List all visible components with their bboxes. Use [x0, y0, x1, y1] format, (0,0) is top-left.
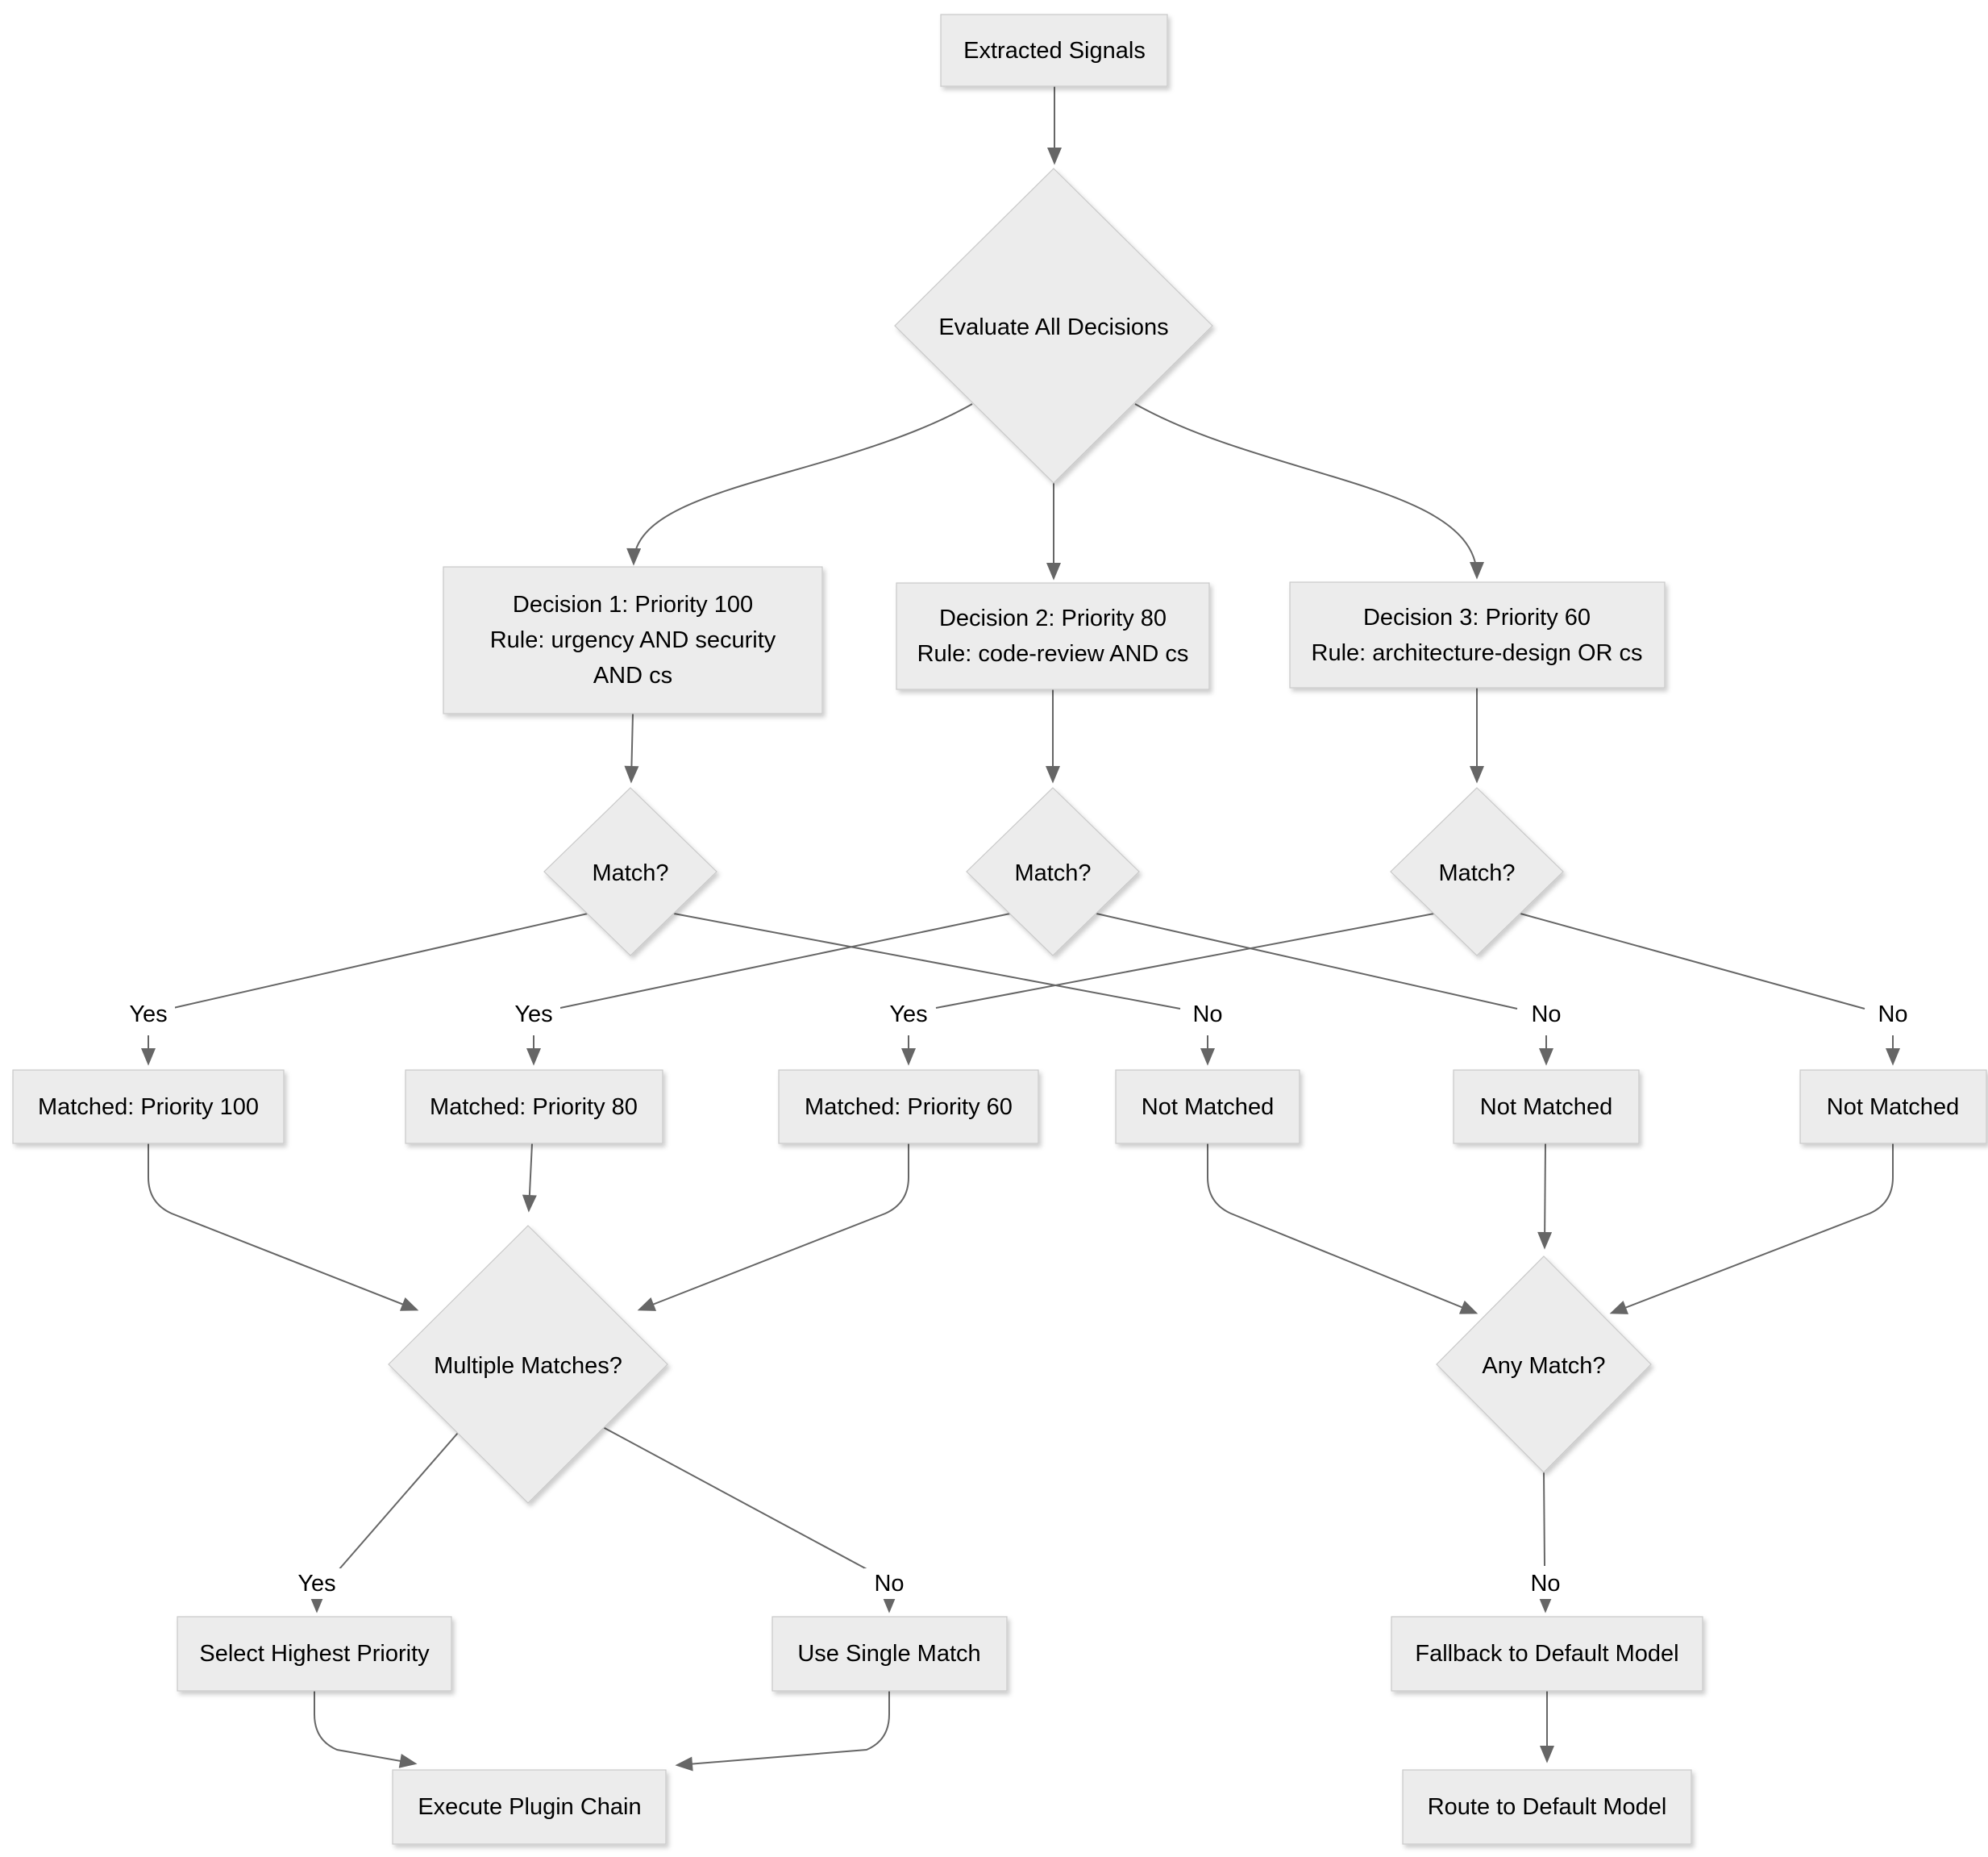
edge-decision1-to-match1 — [624, 713, 639, 784]
node-select-highest-priority: Select Highest Priority — [177, 1616, 452, 1692]
node-matched-80-label: Matched: Priority 80 — [430, 1094, 638, 1120]
edge-notmatched3-to-anymatch — [1609, 1143, 1894, 1314]
node-select-highest-priority-label: Select Highest Priority — [199, 1641, 430, 1667]
node-decision1-line2: Rule: urgency AND security — [490, 627, 776, 653]
edge-notmatched1-to-anymatch — [1207, 1143, 1479, 1314]
node-decision1-line1: Decision 1: Priority 100 — [513, 592, 753, 618]
node-multiple-matches-label: Multiple Matches? — [434, 1353, 622, 1379]
edge-label-any-no: No — [1530, 1571, 1560, 1597]
node-multiple-matches: Multiple Matches? — [388, 1225, 668, 1504]
node-route-to-default: Route to Default Model — [1402, 1769, 1692, 1845]
node-not-matched-1-label: Not Matched — [1142, 1094, 1274, 1120]
node-decision3: Decision 3: Priority 60 Rule: architectu… — [1289, 581, 1666, 689]
edge-matched80-to-multiple — [522, 1143, 537, 1213]
node-use-single-match: Use Single Match — [771, 1616, 1008, 1692]
edge-label-match2-yes: Yes — [514, 1001, 552, 1027]
edge-label-match3-yes: Yes — [889, 1001, 927, 1027]
node-execute-plugin-chain: Execute Plugin Chain — [392, 1769, 667, 1845]
node-not-matched-3: Not Matched — [1799, 1069, 1987, 1144]
node-evaluate-all-decisions-label: Evaluate All Decisions — [938, 314, 1168, 340]
edge-multiple-no-diagonal — [602, 1426, 869, 1571]
node-any-match-label: Any Match? — [1482, 1353, 1605, 1379]
edge-labels: Yes Yes Yes No No No Yes No No — [122, 999, 1918, 1599]
node-route-to-default-label: Route to Default Model — [1428, 1794, 1667, 1820]
node-decision2-line1: Decision 2: Priority 80 — [939, 606, 1167, 631]
node-fallback-to-default: Fallback to Default Model — [1391, 1616, 1703, 1692]
node-decision1: Decision 1: Priority 100 Rule: urgency A… — [443, 566, 823, 714]
node-decision2: Decision 2: Priority 80 Rule: code-revie… — [896, 582, 1210, 690]
edge-match1-yes-diagonal — [173, 913, 588, 1009]
edge-usesingle-to-execute — [675, 1691, 890, 1772]
node-decision1-line3: AND cs — [593, 663, 672, 689]
edge-matched100-to-multiple — [148, 1143, 419, 1311]
node-matched-100: Matched: Priority 100 — [12, 1069, 285, 1144]
node-matched-60: Matched: Priority 60 — [778, 1069, 1039, 1144]
edge-anymatch-no-line — [1543, 1472, 1545, 1567]
edge-matched60-to-multiple — [637, 1143, 909, 1311]
node-not-matched-2: Not Matched — [1453, 1069, 1640, 1144]
edge-label-match2-no: No — [1531, 1001, 1561, 1027]
node-fallback-to-default-label: Fallback to Default Model — [1415, 1641, 1678, 1667]
edge-match1-no-diagonal — [673, 913, 1181, 1010]
edges — [141, 86, 1900, 1772]
node-extracted-signals: Extracted Signals — [940, 14, 1168, 87]
node-match2: Match? — [966, 787, 1140, 956]
node-matched-80: Matched: Priority 80 — [405, 1069, 663, 1144]
edge-select-to-execute — [314, 1691, 418, 1768]
edge-label-match1-yes: Yes — [129, 1001, 167, 1027]
node-matched-100-label: Matched: Priority 100 — [38, 1094, 259, 1120]
node-decision3-line2: Rule: architecture-design OR cs — [1312, 640, 1643, 666]
node-match1: Match? — [543, 787, 717, 956]
edge-match2-no-diagonal — [1096, 913, 1518, 1010]
node-extracted-signals-label: Extracted Signals — [963, 38, 1146, 64]
edge-match3-no-diagonal — [1520, 913, 1865, 1010]
node-use-single-match-label: Use Single Match — [797, 1641, 980, 1667]
node-not-matched-2-label: Not Matched — [1480, 1094, 1612, 1120]
edge-evaluate-to-decision3 — [1134, 403, 1484, 580]
node-decision3-line1: Decision 3: Priority 60 — [1363, 605, 1591, 631]
node-not-matched-1: Not Matched — [1115, 1069, 1300, 1144]
edge-label-match1-no: No — [1192, 1001, 1222, 1027]
node-match3-label: Match? — [1438, 860, 1515, 886]
nodes: Extracted Signals Evaluate All Decisions… — [12, 14, 1987, 1845]
node-match3: Match? — [1390, 787, 1564, 956]
edge-label-multiple-yes: Yes — [297, 1571, 335, 1597]
edge-label-multiple-no: No — [874, 1571, 904, 1597]
node-decision2-line2: Rule: code-review AND cs — [917, 641, 1189, 667]
node-matched-60-label: Matched: Priority 60 — [805, 1094, 1013, 1120]
node-match2-label: Match? — [1014, 860, 1091, 886]
node-execute-plugin-chain-label: Execute Plugin Chain — [418, 1794, 641, 1820]
edge-evaluate-to-decision1 — [626, 403, 973, 566]
edge-multiple-yes-diagonal — [338, 1432, 459, 1571]
edge-label-match3-no: No — [1878, 1001, 1907, 1027]
node-match1-label: Match? — [592, 860, 668, 886]
node-not-matched-3-label: Not Matched — [1827, 1094, 1959, 1120]
edge-match2-yes-diagonal — [559, 913, 1011, 1009]
node-any-match: Any Match? — [1436, 1255, 1652, 1473]
edge-match3-yes-diagonal — [935, 913, 1435, 1009]
node-evaluate-all-decisions: Evaluate All Decisions — [894, 168, 1213, 484]
